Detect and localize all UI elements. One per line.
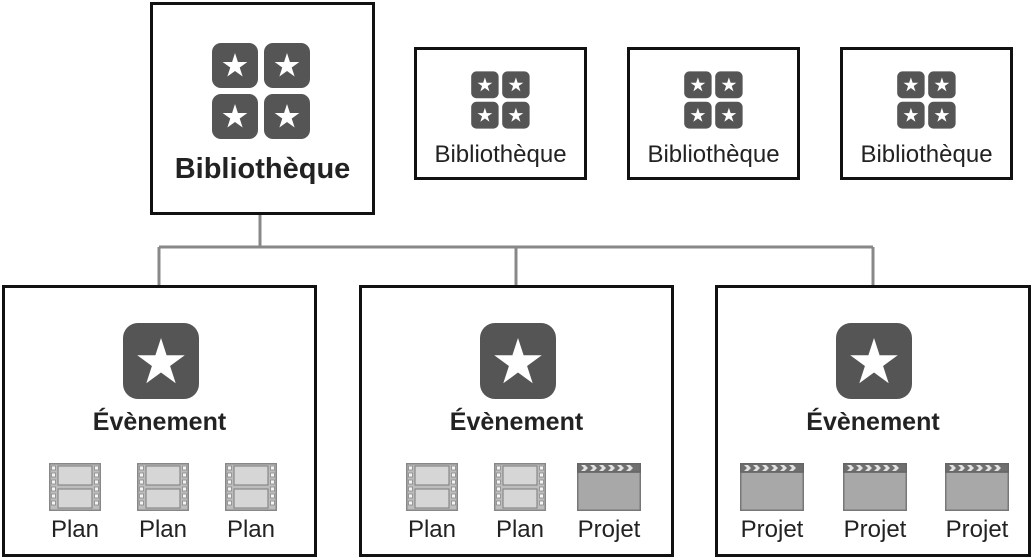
event-star-icon <box>480 323 556 399</box>
item-label: Plan <box>138 516 188 543</box>
event-box: Évènement Plan Plan Plan <box>2 285 317 557</box>
clapper-project-icon <box>740 463 804 511</box>
clapper-project-icon <box>577 463 641 511</box>
event-star-icon <box>123 323 199 399</box>
item-label: Projet <box>577 516 641 543</box>
item-label: Plan <box>226 516 276 543</box>
event-label: Évènement <box>92 408 227 436</box>
event-box: Évènement Plan Plan Projet <box>359 285 674 557</box>
clapper-project-icon <box>945 463 1009 511</box>
film-clip-icon <box>225 463 277 511</box>
film-clip-icon <box>406 463 458 511</box>
library-stars-icon <box>897 71 956 129</box>
library-box: Bibliothèque <box>627 47 800 180</box>
event-label: Évènement <box>806 408 940 436</box>
library-box: Bibliothèque <box>840 47 1013 180</box>
item-label: Plan <box>495 516 545 543</box>
clapper-project-icon <box>843 463 907 511</box>
library-main-box: Bibliothèque <box>150 2 375 215</box>
library-box: Bibliothèque <box>414 47 587 180</box>
library-stars-icon <box>212 43 310 139</box>
library-stars-icon <box>684 71 743 129</box>
library-label: Bibliothèque <box>647 141 780 168</box>
library-label: Bibliothèque <box>434 141 567 168</box>
film-clip-icon <box>137 463 189 511</box>
library-stars-icon <box>471 71 530 129</box>
event-label: Évènement <box>449 408 584 436</box>
item-label: Projet <box>843 516 907 543</box>
item-label: Plan <box>407 516 457 543</box>
item-label: Projet <box>945 516 1009 543</box>
event-star-icon <box>836 323 912 399</box>
library-label: Bibliothèque <box>860 141 993 168</box>
film-clip-icon <box>49 463 101 511</box>
item-label: Projet <box>740 516 804 543</box>
event-box: Évènement Projet Projet Projet <box>715 285 1031 557</box>
film-clip-icon <box>494 463 546 511</box>
item-label: Plan <box>50 516 100 543</box>
library-main-label: Bibliothèque <box>174 153 351 185</box>
